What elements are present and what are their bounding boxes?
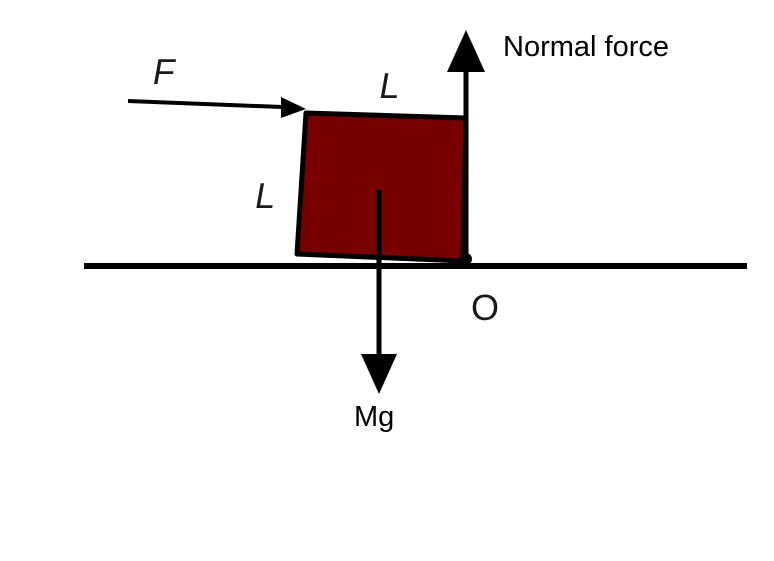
- normal-force-arrow: [447, 30, 485, 255]
- force-arrow: [127, 97, 306, 118]
- weight-label: Mg: [354, 401, 394, 433]
- weight-arrow: [361, 190, 397, 394]
- force-label: F: [150, 51, 179, 92]
- normal-force-label: Normal force: [503, 31, 669, 63]
- pivot-label: O: [471, 287, 499, 328]
- top-side-label: L: [376, 65, 403, 106]
- left-side-label: L: [252, 175, 279, 216]
- pivot-point: [460, 253, 472, 265]
